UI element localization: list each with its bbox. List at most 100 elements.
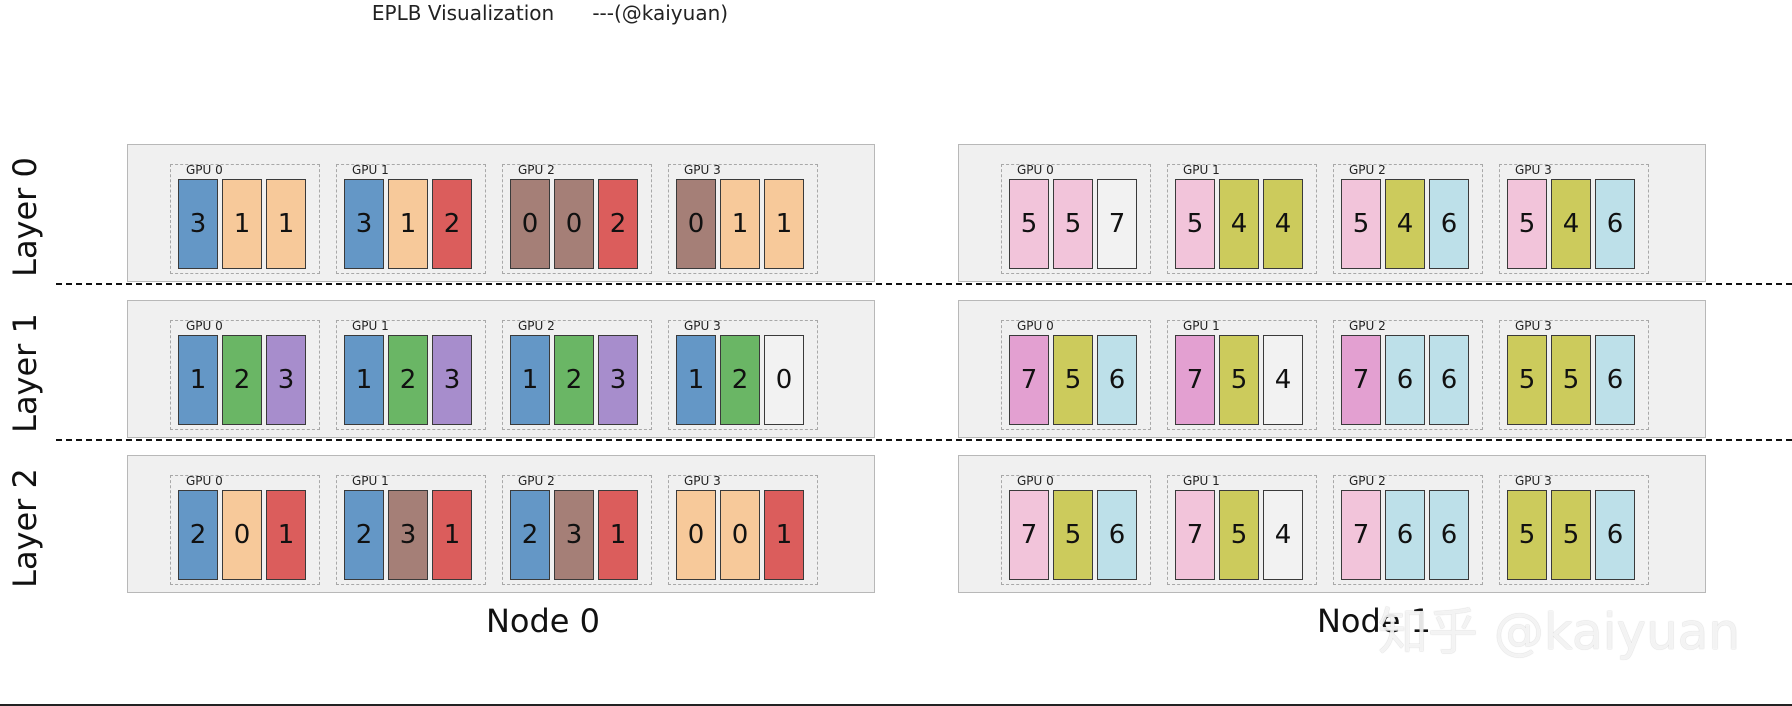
chart-title: EPLB Visualization ---(@kaiyuan) [371, 1, 729, 25]
expert-cell: 1 [388, 179, 428, 269]
gpu-label: GPU 2 [1349, 319, 1386, 333]
expert-cell: 5 [1219, 335, 1259, 425]
expert-cell: 1 [178, 335, 218, 425]
expert-cell: 1 [266, 490, 306, 580]
gpu-label: GPU 1 [352, 163, 389, 177]
gpu-label: GPU 2 [518, 319, 555, 333]
expert-cell: 6 [1595, 335, 1635, 425]
gpu-label: GPU 2 [518, 474, 555, 488]
expert-cell: 5 [1507, 335, 1547, 425]
expert-cell: 0 [510, 179, 550, 269]
expert-cell: 7 [1009, 335, 1049, 425]
expert-cell: 7 [1341, 335, 1381, 425]
expert-cell: 6 [1429, 335, 1469, 425]
gpu-label: GPU 3 [1515, 319, 1552, 333]
expert-cell: 2 [178, 490, 218, 580]
gpu-label: GPU 1 [1183, 319, 1220, 333]
gpu-label: GPU 2 [518, 163, 555, 177]
expert-cell: 3 [344, 179, 384, 269]
gpu-label: GPU 1 [352, 319, 389, 333]
expert-cell: 4 [1219, 179, 1259, 269]
expert-cell: 0 [720, 490, 760, 580]
expert-cell: 3 [388, 490, 428, 580]
expert-cell: 4 [1385, 179, 1425, 269]
expert-cell: 1 [764, 490, 804, 580]
expert-cell: 5 [1507, 179, 1547, 269]
expert-cell: 5 [1219, 490, 1259, 580]
gpu-label: GPU 3 [684, 474, 721, 488]
expert-cell: 1 [720, 179, 760, 269]
expert-cell: 4 [1263, 335, 1303, 425]
expert-cell: 0 [222, 490, 262, 580]
expert-cell: 3 [432, 335, 472, 425]
expert-cell: 6 [1385, 490, 1425, 580]
layer-label-text: Layer 1 [6, 313, 44, 433]
expert-cell: 1 [344, 335, 384, 425]
expert-cell: 3 [266, 335, 306, 425]
expert-cell: 5 [1551, 490, 1591, 580]
gpu-label: GPU 0 [186, 163, 223, 177]
expert-cell: 0 [676, 490, 716, 580]
layer-separator [56, 283, 1792, 285]
expert-cell: 5 [1175, 179, 1215, 269]
expert-cell: 5 [1053, 490, 1093, 580]
expert-cell: 6 [1097, 335, 1137, 425]
expert-cell: 6 [1429, 490, 1469, 580]
expert-cell: 6 [1595, 490, 1635, 580]
expert-cell: 1 [266, 179, 306, 269]
expert-cell: 2 [432, 179, 472, 269]
gpu-label: GPU 1 [352, 474, 389, 488]
expert-cell: 6 [1097, 490, 1137, 580]
layer-separator [56, 439, 1792, 441]
gpu-label: GPU 1 [1183, 163, 1220, 177]
watermark: 知乎 @kaiyuan [1378, 603, 1741, 661]
layer-label-text: Layer 0 [6, 157, 44, 277]
expert-cell: 1 [676, 335, 716, 425]
expert-cell: 2 [510, 490, 550, 580]
expert-cell: 7 [1175, 490, 1215, 580]
expert-cell: 5 [1341, 179, 1381, 269]
expert-cell: 0 [554, 179, 594, 269]
gpu-label: GPU 2 [1349, 163, 1386, 177]
gpu-label: GPU 2 [1349, 474, 1386, 488]
layer-label-1: Layer 1 [6, 303, 44, 443]
expert-cell: 3 [598, 335, 638, 425]
expert-cell: 2 [554, 335, 594, 425]
expert-cell: 1 [598, 490, 638, 580]
bottom-rule [0, 704, 1792, 706]
expert-cell: 3 [554, 490, 594, 580]
expert-cell: 3 [178, 179, 218, 269]
expert-cell: 5 [1507, 490, 1547, 580]
gpu-label: GPU 3 [1515, 163, 1552, 177]
expert-cell: 5 [1053, 335, 1093, 425]
expert-cell: 6 [1429, 179, 1469, 269]
node-label-1: Node 1 [1316, 602, 1432, 640]
gpu-label: GPU 3 [684, 163, 721, 177]
expert-cell: 1 [764, 179, 804, 269]
gpu-label: GPU 3 [684, 319, 721, 333]
expert-cell: 6 [1385, 335, 1425, 425]
gpu-label: GPU 0 [1017, 319, 1054, 333]
